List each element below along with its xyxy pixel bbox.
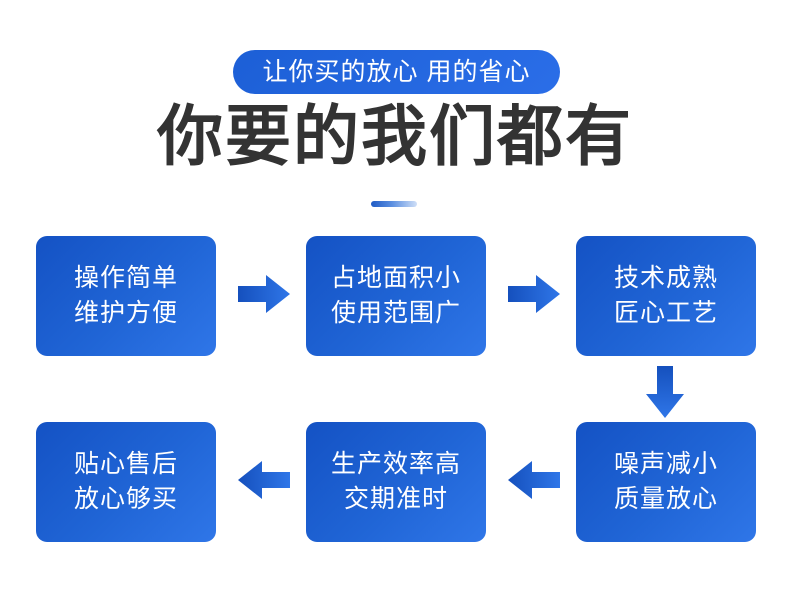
title-divider: [371, 201, 417, 207]
feature-box-line-1: 贴心售后: [73, 449, 178, 478]
feature-box-after-sales: 贴心售后 放心够买: [36, 422, 216, 542]
arrow-left-icon: [508, 458, 560, 502]
feature-box-line-1: 技术成熟: [613, 263, 718, 292]
feature-box-operation-simple: 操作简单 维护方便: [36, 236, 216, 356]
arrow-right-icon: [238, 272, 290, 316]
tagline-pill: 让你买的放心 用的省心: [233, 50, 560, 94]
feature-box-line-2: 使用范围广: [330, 299, 461, 327]
feature-box-line-1: 生产效率高: [330, 449, 461, 478]
feature-box-line-2: 交期准时: [343, 485, 448, 513]
feature-box-low-noise: 噪声减小 质量放心: [576, 422, 756, 542]
feature-box-mature-technology: 技术成熟 匠心工艺: [576, 236, 756, 356]
feature-box-line-1: 占地面积小: [330, 263, 461, 292]
tagline-pill-text: 让你买的放心 用的省心: [262, 57, 531, 86]
feature-box-line-2: 放心够买: [73, 485, 178, 513]
feature-box-line-1: 操作简单: [73, 263, 178, 292]
arrow-left-icon: [238, 458, 290, 502]
feature-box-line-2: 匠心工艺: [613, 299, 718, 327]
arrow-right-icon: [508, 272, 560, 316]
feature-box-line-2: 维护方便: [73, 299, 178, 327]
arrow-down-icon: [643, 366, 687, 418]
feature-box-small-footprint: 占地面积小 使用范围广: [306, 236, 486, 356]
feature-box-high-efficiency: 生产效率高 交期准时: [306, 422, 486, 542]
feature-box-line-1: 噪声减小: [613, 449, 718, 478]
page-title: 你要的我们都有: [157, 99, 633, 173]
feature-box-line-2: 质量放心: [613, 485, 718, 513]
